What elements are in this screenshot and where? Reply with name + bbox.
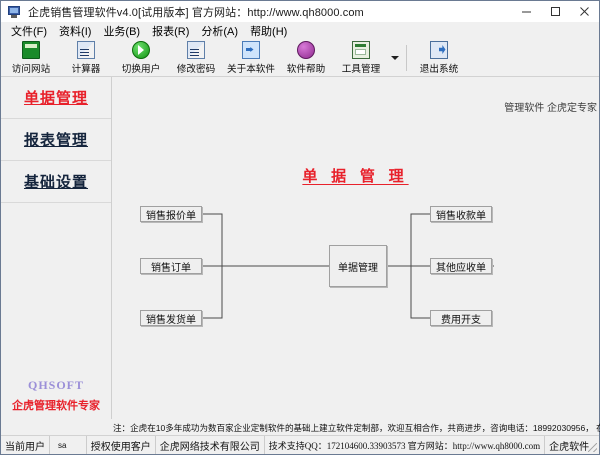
flowchart: 销售报价单 销售订单 销售发货单 单据管理 销售收款单 其他应收单 费用开支	[112, 202, 599, 332]
close-button[interactable]	[570, 1, 599, 22]
about-icon	[241, 41, 260, 59]
toolbar-label: 软件帮助	[286, 64, 325, 75]
chevron-down-icon	[391, 56, 399, 60]
menu-item-file[interactable]: 文件(F)	[11, 26, 48, 38]
status-current-user-label: 当前用户	[1, 436, 50, 454]
menu-bar: 文件(F) 资料(I) 业务(B) 报表(R) 分析(A) 帮助(H)	[1, 22, 599, 40]
flow-node-center[interactable]: 单据管理	[329, 245, 387, 287]
toolbar-label: 工具管理	[341, 64, 380, 75]
toolbar-button-website[interactable]: 访问网站	[3, 41, 58, 75]
app-icon	[7, 5, 23, 19]
status-license-label: 授权使用客户	[87, 436, 156, 454]
toolbar-button-tools[interactable]: 工具管理	[333, 41, 388, 75]
body-area: 单据管理 报表管理 基础设置 QHSOFT 企虎管理软件专家 管理软件 企虎定专…	[1, 77, 599, 419]
flow-node-delivery-note[interactable]: 销售发货单	[140, 310, 202, 326]
flow-node-sales-order[interactable]: 销售订单	[140, 258, 202, 274]
toolbar-label: 切换用户	[121, 64, 160, 75]
window-controls	[512, 1, 599, 22]
help-icon	[296, 41, 315, 59]
toolbar-overflow-button[interactable]	[388, 41, 402, 75]
sidebar-item-label: 报表管理	[23, 133, 88, 149]
maximize-button[interactable]	[541, 1, 570, 22]
toolbar-label: 退出系统	[419, 64, 458, 75]
footer-note-row: 注：企虎在10多年成功为数百家企业定制软件的基础上建立软件定制部，欢迎互相合作，…	[1, 419, 600, 435]
toolbar-button-switch-user[interactable]: 切换用户	[113, 41, 168, 75]
tools-icon	[351, 41, 370, 59]
page-title-text: 单 据 管 理	[302, 169, 409, 185]
page-title: 单 据 管 理	[112, 165, 599, 186]
toolbar-button-help[interactable]: 软件帮助	[278, 41, 333, 75]
resize-grip[interactable]	[588, 440, 599, 454]
status-license-value: 企虎网络技术有限公司	[156, 436, 265, 454]
sidebar: 单据管理 报表管理 基础设置 QHSOFT 企虎管理软件专家	[1, 77, 112, 419]
flow-node-other-receivable[interactable]: 其他应收单	[430, 258, 492, 274]
toolbar-label: 关于本软件	[226, 64, 275, 75]
change-password-icon	[186, 41, 205, 59]
calculator-icon	[76, 41, 95, 59]
window-title: 企虎销售管理软件v4.0[试用版本] 官方网站：http://www.qh800…	[28, 6, 364, 19]
sidebar-item-reports[interactable]: 报表管理	[1, 119, 111, 161]
menu-item-analysis[interactable]: 分析(A)	[201, 26, 239, 38]
website-icon	[21, 41, 40, 59]
toolbar-label: 计算器	[71, 64, 100, 75]
minimize-button[interactable]	[512, 1, 541, 22]
brand-logo-text: QHSOFT	[27, 378, 84, 392]
menu-item-data[interactable]: 资料(I)	[59, 26, 92, 38]
brand-slogan: 企虎管理软件专家	[12, 400, 100, 412]
status-support-text: 技术支持QQ：172104600.33903573 官方网站：http://ww…	[265, 436, 546, 454]
corner-note: 管理软件 企虎定专家	[504, 103, 597, 114]
flow-node-receipt[interactable]: 销售收款单	[430, 206, 492, 222]
toolbar-label: 修改密码	[176, 64, 215, 75]
toolbar-button-exit[interactable]: 退出系统	[411, 41, 466, 75]
switch-user-icon	[131, 41, 150, 59]
sidebar-item-documents[interactable]: 单据管理	[1, 77, 111, 119]
status-bar: 当前用户 sa 授权使用客户 企虎网络技术有限公司 技术支持QQ：1721046…	[1, 435, 599, 454]
status-brand: 企虎软件	[549, 441, 590, 453]
exit-icon	[429, 41, 448, 59]
sidebar-item-label: 单据管理	[23, 91, 88, 107]
title-bar: 企虎销售管理软件v4.0[试用版本] 官方网站：http://www.qh800…	[1, 1, 599, 22]
status-current-user-value: sa	[50, 436, 87, 454]
flow-node-expense[interactable]: 费用开支	[430, 310, 492, 326]
content-area: 管理软件 企虎定专家 单 据 管 理 销售报价单 销售订单 销售发货单	[112, 77, 599, 419]
sidebar-item-label: 基础设置	[23, 175, 88, 191]
toolbar-button-calculator[interactable]: 计算器	[58, 41, 113, 75]
toolbar-button-change-password[interactable]: 修改密码	[168, 41, 223, 75]
menu-item-reports[interactable]: 报表(R)	[152, 26, 190, 38]
menu-item-business[interactable]: 业务(B)	[103, 26, 141, 38]
toolbar-button-about[interactable]: 关于本软件	[223, 41, 278, 75]
toolbar: 访问网站 计算器 切换用户 修改密码 关于本软件 软件帮助 工具管理	[1, 40, 599, 77]
footer-note: 注：企虎在10多年成功为数百家企业定制软件的基础上建立软件定制部，欢迎互相合作，…	[113, 422, 600, 433]
toolbar-separator	[406, 45, 407, 71]
menu-item-help[interactable]: 帮助(H)	[250, 26, 288, 38]
sidebar-spacer	[1, 203, 111, 378]
flow-node-quotation[interactable]: 销售报价单	[140, 206, 202, 222]
sidebar-brand: QHSOFT 企虎管理软件专家	[1, 378, 111, 419]
sidebar-item-settings[interactable]: 基础设置	[1, 161, 111, 203]
toolbar-label: 访问网站	[11, 64, 50, 75]
